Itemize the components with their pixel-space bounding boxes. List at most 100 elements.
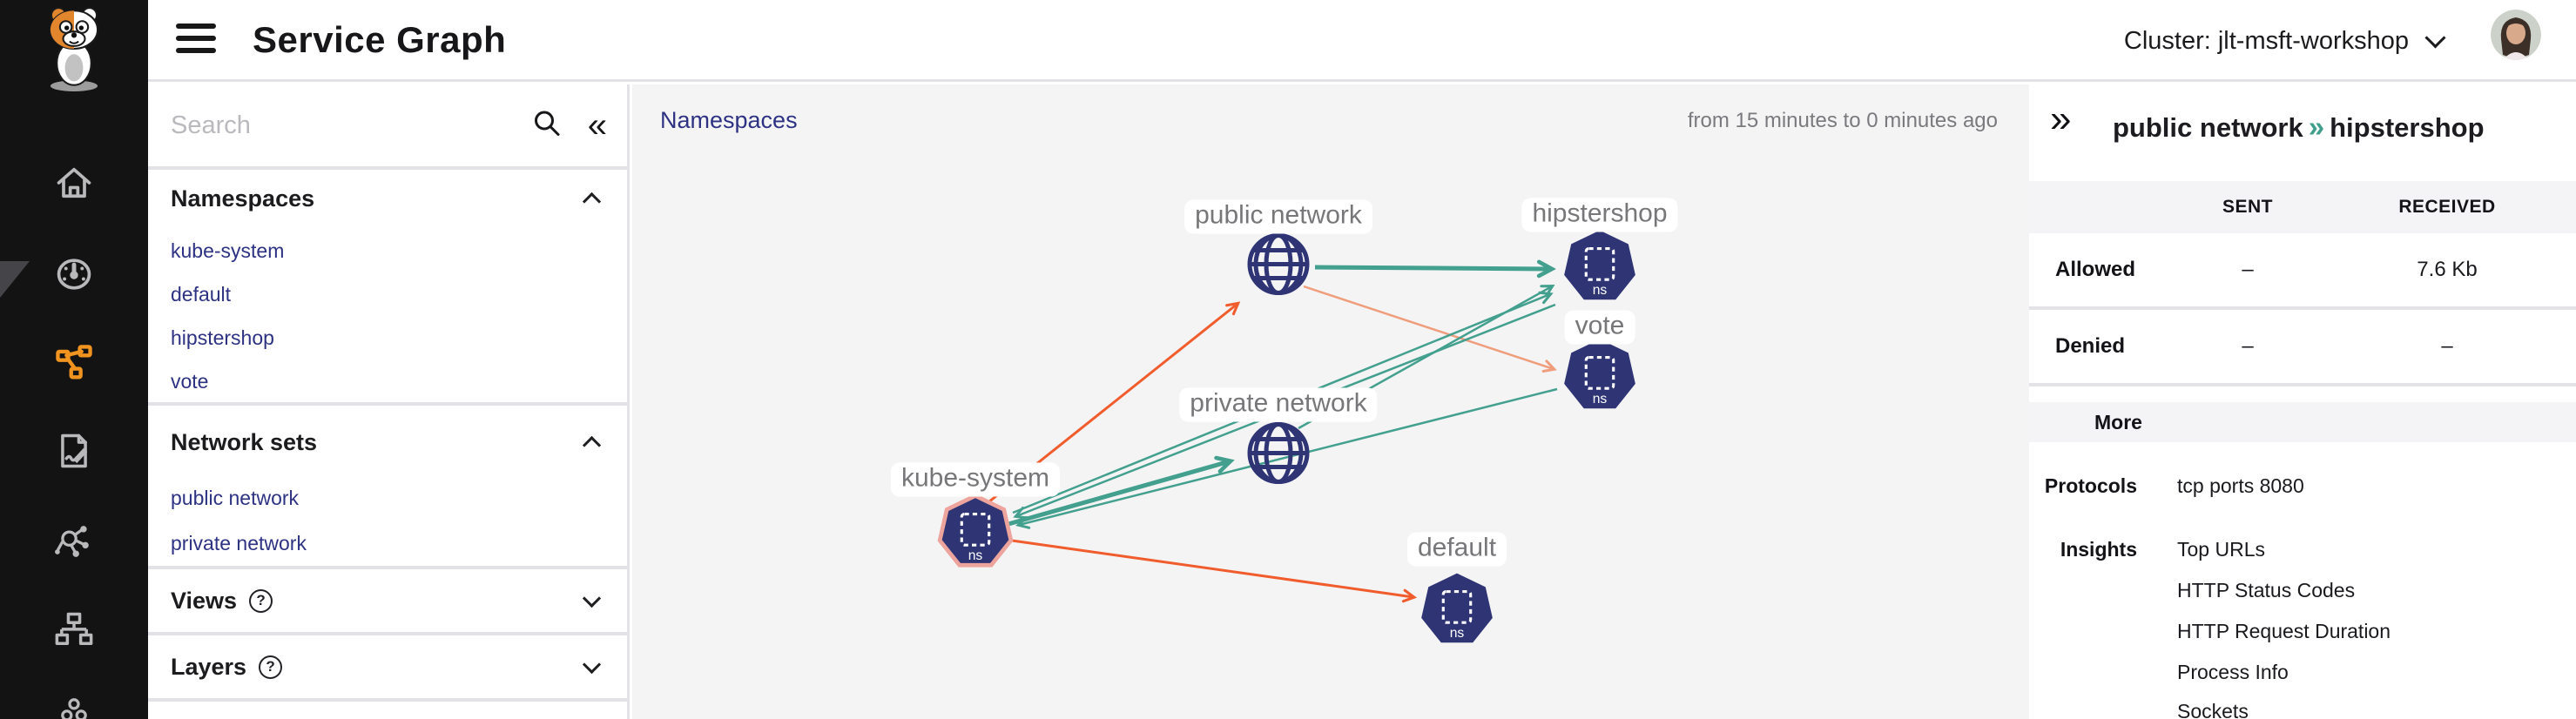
help-icon[interactable]: ? <box>259 655 283 679</box>
row-label: Allowed <box>2055 258 2136 281</box>
sidebar-item-label: private network <box>171 531 307 554</box>
chevron-up-icon[interactable] <box>582 192 602 211</box>
sidebar-item-label: hipstershop <box>171 326 274 349</box>
dashboard-gauge-icon[interactable] <box>53 253 95 295</box>
sidebar-item-label: vote <box>171 369 209 393</box>
graph-edge-vote-to-kube-system[interactable] <box>1015 387 1558 529</box>
insight-item[interactable]: Sockets <box>2177 700 2249 719</box>
graph-node-label-kube-system[interactable]: kube-system <box>890 462 1061 497</box>
chevron-down-icon[interactable] <box>582 588 602 608</box>
svg-text:ns: ns <box>968 548 983 563</box>
collapse-sidebar-icon[interactable]: « <box>587 106 607 144</box>
cluster-selector-label: Cluster: jlt-msft-workshop <box>2123 26 2409 55</box>
divider <box>2029 306 2576 310</box>
graph-node-label-default[interactable]: default <box>1406 532 1507 567</box>
divider <box>2029 383 2576 386</box>
help-icon[interactable]: ? <box>249 588 273 613</box>
home-icon[interactable] <box>53 162 95 204</box>
divider <box>148 402 630 406</box>
clusters-icon[interactable] <box>53 695 95 719</box>
chevron-down-icon[interactable] <box>582 655 602 674</box>
insight-item[interactable]: HTTP Status Codes <box>2177 579 2356 601</box>
denied-received-value: – <box>2441 334 2453 358</box>
sidebar-item-label: default <box>171 282 232 306</box>
sidebar-item-hipstershop[interactable]: hipstershop <box>148 319 630 357</box>
edge-detail-panel: » public network»hipstershop SENT RECEIV… <box>2029 84 2576 719</box>
section-namespaces[interactable]: Namespaces <box>148 172 630 225</box>
section-layers[interactable]: Layers ? <box>148 639 630 695</box>
section-namespaces-title: Namespaces <box>171 185 315 212</box>
section-views-title: Views <box>171 587 238 614</box>
divider <box>148 566 630 569</box>
double-chevron-right-icon[interactable]: » <box>2050 97 2072 140</box>
sidebar-item-private-network[interactable]: private network <box>148 524 630 562</box>
insight-item[interactable]: Process Info <box>2177 661 2289 683</box>
user-avatar[interactable] <box>2491 10 2541 60</box>
allowed-sent-value: – <box>2242 258 2254 281</box>
sidebar-item-label: kube-system <box>171 239 285 262</box>
graph-node-label-private-network[interactable]: private network <box>1179 387 1378 422</box>
sidebar: « Namespaces kube-system default hipster… <box>148 84 630 719</box>
svg-text:ns: ns <box>1450 626 1465 641</box>
left-icon-rail <box>0 0 148 719</box>
column-received: RECEIVED <box>2398 197 2496 217</box>
content-area: « Namespaces kube-system default hipster… <box>148 84 2576 719</box>
chevron-down-icon <box>2424 26 2446 49</box>
graph-node-default[interactable]: ns <box>1419 572 1495 653</box>
sidebar-item-vote[interactable]: vote <box>148 362 630 400</box>
graph-edge-public-network-to-hipstershop[interactable] <box>1314 267 1551 269</box>
graph-node-vote[interactable]: ns <box>1561 338 1638 419</box>
insight-item[interactable]: Top URLs <box>2177 538 2265 561</box>
graph-node-label-hipstershop[interactable]: hipstershop <box>1521 198 1678 232</box>
sidebar-item-public-network[interactable]: public network <box>148 479 630 517</box>
search-row: « <box>148 84 630 170</box>
divider <box>148 698 630 702</box>
section-network-sets-title: Network sets <box>171 428 318 455</box>
service-graph-icon[interactable] <box>53 342 95 384</box>
denied-sent-value: – <box>2242 334 2254 358</box>
top-header: Service Graph Cluster: jlt-msft-workshop <box>148 0 2576 82</box>
hamburger-menu-icon[interactable] <box>176 24 216 58</box>
more-section-header[interactable]: More <box>2029 402 2576 442</box>
graph-node-hipstershop[interactable]: ns <box>1561 229 1638 310</box>
row-label: Denied <box>2055 334 2126 358</box>
graph-node-label-vote[interactable]: vote <box>1564 310 1635 345</box>
otterize-otter-logo[interactable] <box>34 5 114 97</box>
svg-text:ns: ns <box>1593 392 1608 407</box>
panel-source: public network <box>2113 112 2303 143</box>
hierarchy-icon[interactable] <box>53 609 95 651</box>
table-row-allowed: Allowed – 7.6 Kb <box>2029 233 2576 306</box>
section-network-sets[interactable]: Network sets <box>148 416 630 468</box>
graph-node-public-network[interactable] <box>1242 228 1315 306</box>
panel-header: » public network»hipstershop <box>2029 84 2576 175</box>
graph-node-label-public-network[interactable]: public network <box>1184 199 1372 234</box>
graph-edge-kube-system-to-default[interactable] <box>1011 539 1418 603</box>
more-label: More <box>2094 410 2142 433</box>
protocols-label: Protocols <box>2044 474 2137 497</box>
sidebar-item-default[interactable]: default <box>148 275 630 313</box>
policy-editor-icon[interactable] <box>53 430 95 472</box>
chevron-up-icon[interactable] <box>582 435 602 454</box>
insights-label: Insights <box>2060 538 2137 561</box>
network-map-icon[interactable] <box>53 521 95 562</box>
insight-item[interactable]: HTTP Request Duration <box>2177 620 2391 642</box>
section-views[interactable]: Views ? <box>148 573 630 628</box>
panel-target: hipstershop <box>2330 112 2485 143</box>
active-section-fold <box>0 261 30 298</box>
protocols-value: tcp ports 8080 <box>2177 474 2304 497</box>
table-row-denied: Denied – – <box>2029 310 2576 383</box>
sidebar-item-kube-system[interactable]: kube-system <box>148 232 630 270</box>
column-sent: SENT <box>2222 197 2273 217</box>
page-title: Service Graph <box>253 18 507 60</box>
graph-node-private-network[interactable] <box>1242 417 1315 494</box>
search-input[interactable] <box>171 111 502 140</box>
search-icon[interactable] <box>532 109 562 143</box>
graph-edge-kube-system-to-private-network[interactable] <box>1008 461 1230 527</box>
graph-node-kube-system[interactable]: ns <box>937 493 1014 575</box>
traffic-table-header: SENT RECEIVED <box>2029 181 2576 233</box>
cluster-selector[interactable]: Cluster: jlt-msft-workshop <box>2123 0 2446 82</box>
graph-edge-public-network-to-vote[interactable] <box>1303 285 1557 373</box>
graph-canvas[interactable]: Namespaces from 15 minutes to 0 minutes … <box>632 84 2029 719</box>
svg-text:ns: ns <box>1593 283 1608 298</box>
